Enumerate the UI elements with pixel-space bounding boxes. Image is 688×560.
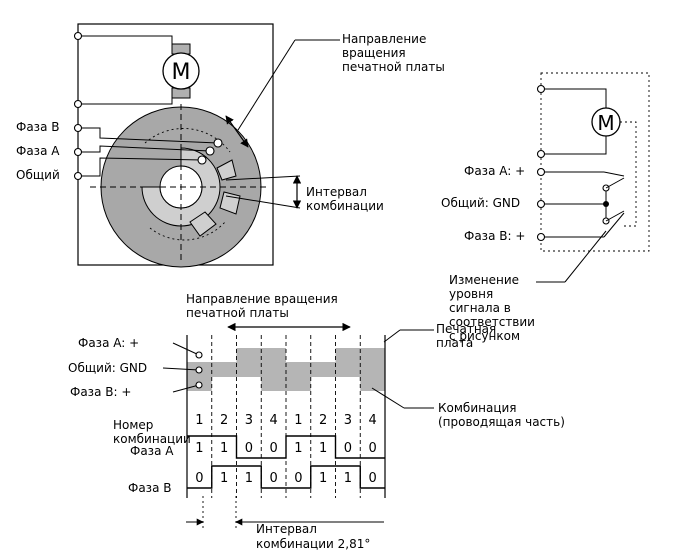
label-board: Печатная плата (436, 322, 500, 350)
phase-value: 1 (294, 441, 302, 456)
rotation-arrow (225, 115, 249, 148)
combination-number: 1 (195, 413, 203, 428)
phase-value: 1 (245, 471, 253, 486)
motor-letter: M (172, 60, 191, 85)
brush-a (205, 146, 215, 156)
board-segment-b (360, 376, 385, 391)
phase-value: 1 (319, 441, 327, 456)
combination-number: 1 (294, 413, 302, 428)
label-rotation-direction: Направление вращения печатной платы (342, 32, 445, 74)
label-phase-b-bottom: Фаза B (128, 481, 171, 495)
phase-value: 0 (294, 471, 302, 486)
label-interval-bottom: Интервал комбинации 2,81° (256, 522, 370, 551)
label-phase-b-plus: Фаза B: + (464, 229, 525, 243)
terminal-b (195, 381, 203, 389)
motor-terminal-bottom (73, 99, 83, 109)
label-phase-a-plus: Фаза A: + (464, 164, 525, 178)
label-combination-number: Номер комбинации (113, 418, 191, 446)
phase-value: 1 (195, 441, 203, 456)
board-segment-b (286, 376, 311, 391)
left-encoder-figure: M Фаза B Фаза A Общий (16, 23, 445, 268)
switch-a (605, 177, 625, 189)
label-phase-a-bottom: Фаза A (130, 444, 174, 458)
combination-number: 3 (344, 413, 352, 428)
phase-value: 0 (269, 441, 277, 456)
switch-b (605, 210, 625, 222)
combination-number-row: 1 2 3 4 1 2 3 4 (195, 413, 377, 428)
bottom-timing-figure: Направление вращения печатной платы Фаза… (68, 292, 565, 551)
phase-value: 0 (245, 441, 253, 456)
label-common-gnd-bottom: Общий: GND (68, 361, 147, 375)
motor-letter-right: M (597, 111, 614, 135)
label-phase-a: Фаза A (16, 144, 60, 158)
combination-number: 4 (269, 413, 277, 428)
motor-terminal-top (73, 31, 83, 41)
label-phase-a-plus-bottom: Фаза A: + (78, 336, 139, 350)
board-segment-a (261, 348, 286, 363)
brush-b (213, 138, 223, 148)
right-circuit-figure: M Фаза A: + Общий: GND Фаза B: + Изменен… (441, 72, 650, 343)
phase-b-waveform: 0 1 1 0 0 1 1 0 (187, 465, 385, 489)
brush-common (197, 155, 207, 165)
phase-value: 0 (195, 471, 203, 486)
label-combination: Комбинация (проводящая часть) (438, 401, 565, 429)
board-segment-a (360, 348, 385, 363)
terminal-common (195, 366, 203, 374)
board-segment-a (236, 348, 262, 363)
phase-value: 0 (368, 471, 376, 486)
combination-number: 4 (368, 413, 376, 428)
terminal-a (195, 351, 203, 359)
phase-value: 1 (220, 441, 228, 456)
label-phase-b-plus-bottom: Фаза B: + (70, 385, 131, 399)
label-phase-b: Фаза B (16, 120, 59, 134)
label-signal-change: Изменение уровня сигнала в соответствии … (449, 273, 539, 343)
label-common-gnd: Общий: GND (441, 196, 520, 210)
phase-value: 1 (220, 471, 228, 486)
label-interval: Интервал комбинации (306, 185, 384, 213)
phase-value: 1 (319, 471, 327, 486)
combination-number: 2 (319, 413, 327, 428)
motor-icon: M (162, 43, 200, 99)
label-rotation-direction-bottom: Направление вращения печатной платы (186, 292, 342, 320)
board-segment-b (261, 376, 286, 391)
combination-number: 2 (220, 413, 228, 428)
phase-value: 0 (344, 441, 352, 456)
right-frame (540, 72, 650, 252)
phase-a-waveform: 1 1 0 0 1 1 0 0 (187, 435, 385, 459)
board-segment-a (335, 348, 361, 363)
combination-number: 3 (245, 413, 253, 428)
phase-value: 0 (368, 441, 376, 456)
label-common: Общий (16, 168, 60, 182)
phase-value: 0 (269, 471, 277, 486)
phase-value: 1 (344, 471, 352, 486)
